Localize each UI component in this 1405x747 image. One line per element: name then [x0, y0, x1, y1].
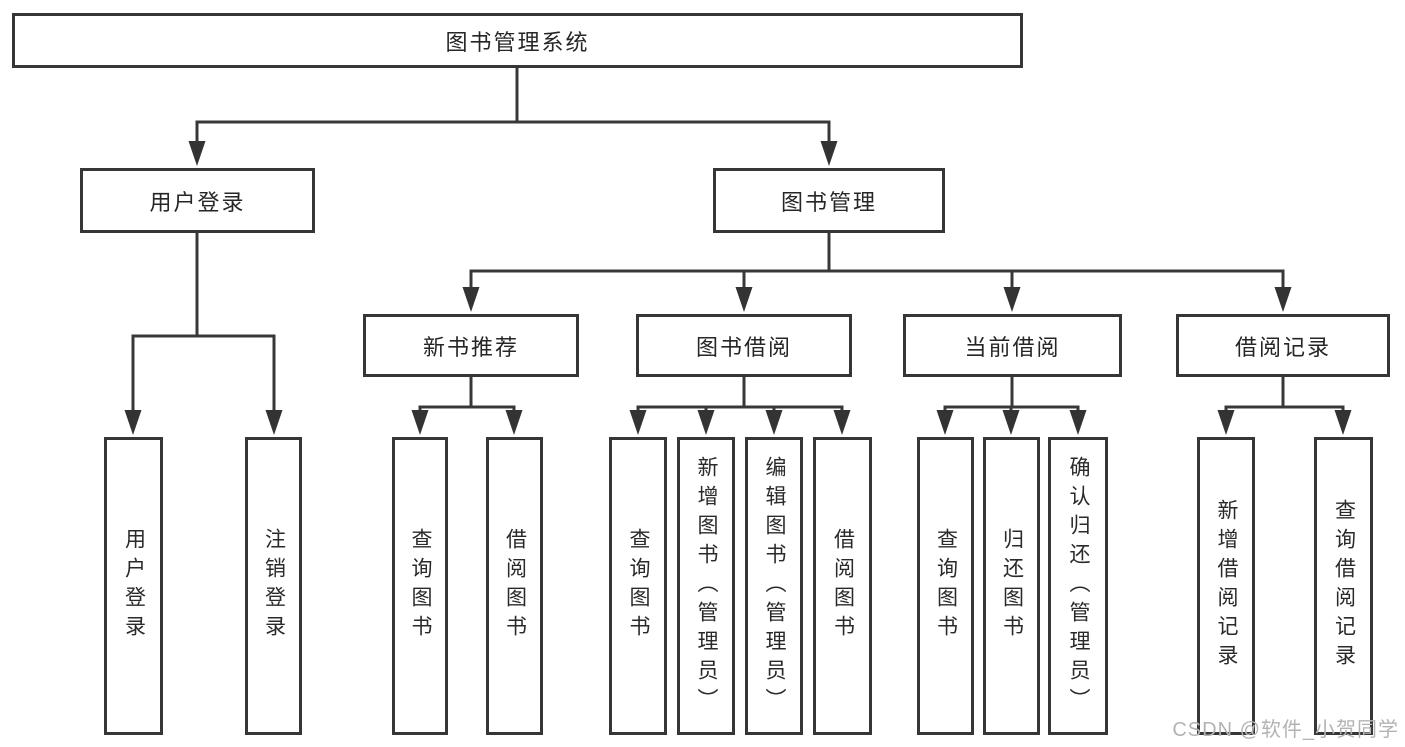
node-borrow-records-label: 借阅记录 — [1234, 334, 1331, 360]
arrowhead-down-icon — [1002, 410, 1020, 435]
arrowhead-down-icon — [265, 410, 283, 435]
leaf-query-books-current: 查询图书 — [917, 437, 974, 735]
watermark: CSDN @软件_小贺同学 — [1172, 719, 1399, 741]
arrowhead-down-icon — [1334, 410, 1352, 435]
node-borrow-records: 借阅记录 — [1176, 314, 1390, 377]
leaf-query-books-recommend-label: 查询图书 — [409, 528, 432, 644]
leaf-logout-label: 注销登录 — [262, 528, 286, 644]
node-book-borrowing: 图书借阅 — [636, 314, 852, 377]
arrowhead-down-icon — [936, 410, 954, 435]
leaf-query-borrow-record: 查询借阅记录 — [1314, 437, 1373, 735]
node-current-borrowing-label: 当前借阅 — [964, 334, 1061, 360]
node-new-book-recommend-label: 新书推荐 — [422, 334, 519, 360]
leaf-return-books-label: 归还图书 — [1000, 528, 1024, 644]
leaf-logout: 注销登录 — [245, 437, 302, 735]
leaf-edit-books-admin-label: 编辑图书（管理员） — [763, 455, 786, 717]
leaf-query-borrow-record-label: 查询借阅记录 — [1332, 499, 1356, 673]
leaf-query-books-borrowing: 查询图书 — [609, 437, 667, 735]
arrowhead-down-icon — [1274, 287, 1292, 312]
node-book-borrowing-label: 图书借阅 — [695, 334, 792, 360]
leaf-add-borrow-record-label: 新增借阅记录 — [1215, 499, 1238, 673]
leaf-borrow-books-borrowing-label: 借阅图书 — [831, 528, 855, 644]
leaf-add-borrow-record: 新增借阅记录 — [1197, 437, 1255, 735]
arrowhead-down-icon — [820, 141, 838, 166]
leaf-query-books-borrowing-label: 查询图书 — [627, 528, 650, 644]
arrowhead-down-icon — [462, 287, 480, 312]
node-new-book-recommend: 新书推荐 — [363, 314, 579, 377]
leaf-borrow-books-recommend-label: 借阅图书 — [503, 528, 527, 644]
leaf-add-books-admin-label: 新增图书（管理员） — [695, 455, 718, 717]
arrowhead-down-icon — [1069, 410, 1087, 435]
arrowhead-down-icon — [124, 410, 142, 435]
node-current-borrowing: 当前借阅 — [903, 314, 1122, 377]
node-book-management-label: 图书管理 — [780, 189, 877, 215]
leaf-add-books-admin: 新增图书（管理员） — [677, 437, 735, 735]
leaf-edit-books-admin: 编辑图书（管理员） — [745, 437, 803, 735]
arrowhead-down-icon — [629, 410, 647, 435]
arrowhead-down-icon — [505, 410, 523, 435]
arrowhead-down-icon — [188, 141, 206, 166]
leaf-return-books: 归还图书 — [983, 437, 1040, 735]
arrowhead-down-icon — [735, 287, 753, 312]
node-root-label: 图书管理系统 — [445, 29, 590, 55]
arrowhead-down-icon — [1003, 287, 1021, 312]
leaf-user-login: 用户登录 — [104, 437, 163, 735]
node-user-login-label: 用户登录 — [149, 189, 246, 215]
node-book-management: 图书管理 — [713, 168, 945, 233]
arrowhead-down-icon — [1217, 410, 1235, 435]
leaf-confirm-return-admin: 确认归还（管理员） — [1048, 437, 1108, 735]
node-user-login: 用户登录 — [80, 168, 315, 233]
arrowhead-down-icon — [833, 410, 851, 435]
leaf-query-books-recommend: 查询图书 — [392, 437, 448, 735]
arrowhead-down-icon — [765, 410, 783, 435]
arrowhead-down-icon — [411, 410, 429, 435]
leaf-borrow-books-recommend: 借阅图书 — [486, 437, 543, 735]
arrowhead-down-icon — [697, 410, 715, 435]
leaf-borrow-books-borrowing: 借阅图书 — [813, 437, 872, 735]
leaf-confirm-return-admin-label: 确认归还（管理员） — [1067, 455, 1090, 717]
leaf-query-books-current-label: 查询图书 — [934, 528, 958, 644]
node-root: 图书管理系统 — [12, 13, 1023, 68]
leaf-user-login-label: 用户登录 — [122, 528, 146, 644]
